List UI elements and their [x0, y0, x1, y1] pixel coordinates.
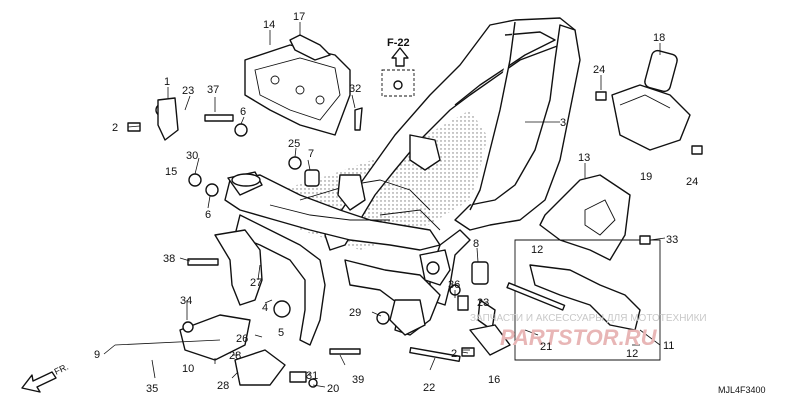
callout: 33	[666, 234, 678, 246]
callout: 8	[473, 238, 479, 250]
callout: 9	[94, 349, 100, 361]
callout-labels: 1 2 2 3 4 5 6 6 7 8 9 10 11 12 12 13 14 …	[94, 11, 698, 395]
callout: 35	[146, 383, 158, 395]
callout: 31	[306, 370, 318, 382]
callout: 11	[663, 340, 674, 352]
ref-f22: F-22	[381, 37, 415, 97]
callout: 32	[349, 83, 361, 95]
callout: 3	[560, 117, 566, 129]
step-holder	[179, 314, 286, 386]
callout: 24	[593, 64, 605, 76]
callout: 12	[626, 348, 638, 360]
callout: 19	[640, 171, 652, 183]
callout: 26	[236, 333, 248, 345]
callout: 16	[488, 374, 500, 386]
callout: 22	[423, 382, 435, 394]
callout: 1	[164, 76, 170, 88]
leader-lines	[103, 22, 666, 388]
callout: 17	[293, 11, 305, 23]
watermark-text: ЗАПЧАСТИ И АКСЕССУАРЫ ДЛЯ МОТОТЕХНИКИ	[470, 313, 707, 324]
main-frame	[214, 17, 581, 346]
callout: 24	[686, 176, 698, 188]
callout: 30	[186, 150, 198, 162]
seat-bracket	[244, 44, 351, 136]
callout: 27	[250, 277, 262, 289]
fasteners	[127, 80, 703, 388]
callout: 6	[240, 106, 246, 118]
bracket-13	[539, 174, 631, 261]
callout: 12	[531, 244, 543, 256]
callout: 18	[653, 32, 665, 44]
callout: 28	[217, 380, 229, 392]
callout: 7	[308, 148, 314, 160]
callout: 37	[207, 84, 219, 96]
callout: 23	[477, 297, 489, 309]
callout: 38	[163, 253, 175, 265]
callout: 29	[349, 307, 361, 319]
callout: 2	[451, 348, 457, 360]
rubber-band	[644, 49, 678, 93]
control-unit	[611, 84, 691, 151]
callout: 5	[278, 327, 284, 339]
callout: 36	[448, 279, 460, 291]
diagram-code: MJL4F3400	[718, 385, 766, 395]
callout: 39	[352, 374, 364, 386]
callout: 25	[288, 138, 300, 150]
callout: 13	[578, 152, 590, 164]
callout: 6	[205, 209, 211, 221]
front-arrow: FR.	[21, 362, 70, 393]
callout: 34	[180, 295, 192, 307]
callout: 10	[182, 363, 194, 375]
bracket-11	[514, 239, 661, 361]
callout: 21	[540, 341, 552, 353]
callout: 2	[112, 122, 118, 134]
callout: 20	[327, 383, 339, 395]
callout: 4	[262, 302, 268, 314]
callout: 28	[229, 350, 241, 362]
f22-label: F-22	[387, 37, 410, 49]
callout: 15	[165, 166, 177, 178]
watermark-logo: PARTSTOR.RU	[500, 325, 658, 350]
callout: 14	[263, 19, 275, 31]
callout: 23	[182, 85, 194, 97]
fr-label: FR.	[53, 362, 70, 377]
